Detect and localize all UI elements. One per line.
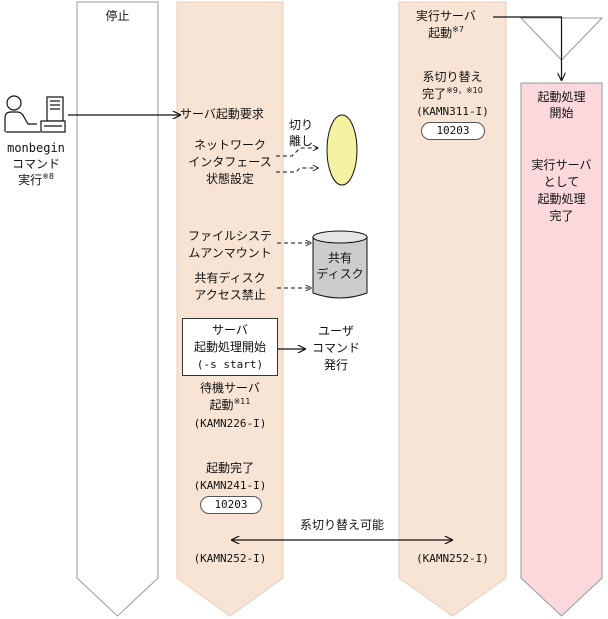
standby-start-2: 起動※11 bbox=[209, 397, 251, 413]
shared-disk-icon bbox=[312, 230, 368, 299]
label-disk-1: 共有ディスク bbox=[194, 271, 266, 285]
label-detach-1: 切り bbox=[289, 118, 314, 132]
lane-stop bbox=[76, 1, 159, 617]
standby-start-code: (KAMN226-I) bbox=[193, 417, 267, 430]
done-pill: 10203 bbox=[200, 496, 262, 514]
process-line-1: サーバ bbox=[212, 323, 248, 337]
target-line-4: として bbox=[543, 175, 580, 189]
switch-done-2: 完了※9，※10 bbox=[422, 86, 483, 102]
arrow-net-1 bbox=[276, 148, 318, 157]
label-fs-2: ムアンマウント bbox=[188, 246, 272, 260]
standby-bottom-code: (KAMN252-I) bbox=[193, 552, 267, 565]
user-command-2: コマンド bbox=[311, 341, 360, 355]
target-line-2: 開始 bbox=[549, 106, 574, 120]
switch-done-1: 系切り替え bbox=[422, 70, 483, 84]
person-exec: 実行※8 bbox=[18, 172, 54, 188]
exec-start-1: 実行サーバ bbox=[416, 9, 476, 23]
exec-bottom-code: (KAMN252-I) bbox=[416, 552, 489, 565]
process-start-box bbox=[182, 318, 278, 376]
person-command: monbegin bbox=[7, 141, 65, 155]
network-ellipse bbox=[326, 114, 358, 186]
process-line-3: (-s start) bbox=[196, 358, 264, 371]
switch-done-pill: 10203 bbox=[421, 122, 485, 140]
person-icon bbox=[4, 95, 66, 133]
exec-start-2: 起動※7 bbox=[428, 25, 464, 41]
done-label: 起動完了 bbox=[205, 461, 254, 475]
switchable-label: 系切り替え可能 bbox=[299, 518, 384, 532]
shared-disk-label-1: 共有 bbox=[327, 251, 352, 265]
target-line-3: 実行サーバ bbox=[531, 158, 592, 172]
label-fs-1: ファイルシステ bbox=[187, 229, 272, 243]
lane-stop-label: 停止 bbox=[105, 9, 130, 23]
person-command-word: コマンド bbox=[11, 157, 60, 171]
lane-standby bbox=[176, 1, 284, 617]
user-command-3: 発行 bbox=[323, 358, 348, 372]
target-line-5: 起動処理 bbox=[537, 192, 586, 206]
label-disk-2: アクセス禁止 bbox=[194, 288, 266, 302]
label-net-3: 状態設定 bbox=[205, 172, 254, 186]
label-net-2: インタフェース bbox=[188, 155, 272, 169]
label-request: サーバ起動要求 bbox=[180, 107, 264, 121]
label-detach-2: 離し bbox=[289, 134, 314, 148]
label-net-1: ネットワーク bbox=[193, 138, 266, 152]
done-code: (KAMN241-I) bbox=[193, 479, 267, 492]
user-command-1: ユーザ bbox=[318, 324, 354, 338]
arrow-exec-start bbox=[493, 16, 562, 80]
target-line-1: 起動処理 bbox=[537, 90, 586, 104]
shared-disk-label-2: ディスク bbox=[316, 267, 364, 281]
process-line-2: 起動処理開始 bbox=[193, 340, 266, 354]
target-line-6: 完了 bbox=[549, 209, 574, 223]
lane-target bbox=[520, 82, 603, 617]
standby-start-1: 待機サーバ bbox=[200, 381, 260, 395]
switch-done-code: (KAMN311-I) bbox=[416, 105, 489, 118]
lane-exec bbox=[398, 1, 507, 617]
arrow-net-2 bbox=[276, 168, 318, 173]
